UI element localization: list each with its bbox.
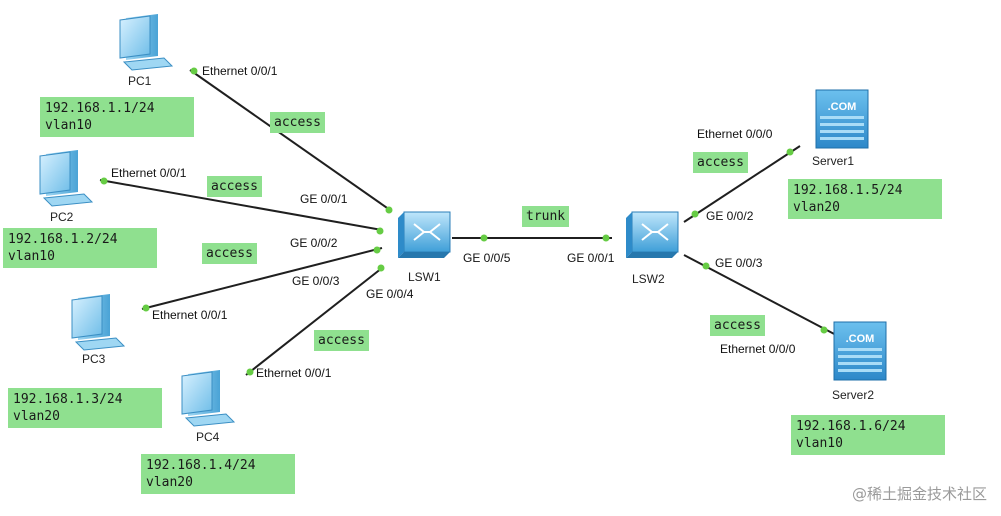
pc3-label: PC3	[82, 352, 106, 366]
pc2-port-label: Ethernet 0/0/1	[111, 166, 187, 180]
server1-vlan: vlan20	[793, 200, 840, 215]
link-type-pc4: access	[314, 330, 369, 351]
links	[99, 69, 839, 376]
link-pc2-lsw1	[99, 179, 383, 231]
server2-icon[interactable]: .COM	[833, 321, 887, 381]
pc3-info-box: 192.168.1.3/24 vlan20	[8, 388, 162, 428]
port-dot-lsw1-ge2	[376, 227, 384, 235]
link-type-server1: access	[693, 152, 748, 173]
link-pc3-lsw1	[141, 247, 383, 310]
pc4-port-label: Ethernet 0/0/1	[256, 366, 332, 380]
server2-logo: .COM	[846, 333, 875, 345]
port-dot-lsw2-ge2	[691, 210, 699, 218]
lsw2-label: LSW2	[632, 272, 665, 286]
link-type-trunk: trunk	[522, 206, 570, 227]
pc1-label: PC1	[128, 74, 152, 88]
server2-info-box: 192.168.1.6/24 vlan10	[791, 415, 945, 455]
pc4-ip: 192.168.1.4/24	[146, 458, 256, 473]
link-lsw2-server2	[683, 254, 839, 337]
pc4-label: PC4	[196, 430, 220, 444]
pc3-vlan: vlan20	[13, 409, 60, 424]
port-dots	[100, 67, 828, 376]
link-pc1-lsw1	[189, 69, 391, 211]
port-dot-server1	[786, 148, 794, 156]
link-lsw2-server1	[683, 145, 801, 223]
server1-ip: 192.168.1.5/24	[793, 183, 903, 198]
watermark: @稀土掘金技术社区	[851, 485, 987, 503]
port-dot-pc1	[190, 67, 198, 75]
port-dot-server2	[820, 326, 828, 334]
server1-logo: .COM	[828, 101, 857, 113]
link-pc4-lsw1	[245, 267, 383, 376]
link-type-server2: access	[710, 315, 765, 336]
pc3-icon[interactable]	[71, 294, 126, 351]
server2-port-label: Ethernet 0/0/0	[720, 342, 796, 356]
lsw1-switch-icon[interactable]	[398, 211, 451, 258]
pc4-info-box: 192.168.1.4/24 vlan20	[141, 454, 295, 494]
server1-label: Server1	[812, 154, 855, 168]
pc3-port-label: Ethernet 0/0/1	[152, 308, 228, 322]
pc1-ip: 192.168.1.1/24	[45, 101, 155, 116]
pc2-vlan: vlan10	[8, 249, 55, 264]
lsw1-label: LSW1	[408, 270, 441, 284]
port-dot-lsw1-ge4	[377, 264, 385, 272]
pc2-icon[interactable]	[39, 150, 94, 207]
port-dot-lsw2-ge3	[702, 262, 710, 270]
pc2-ip: 192.168.1.2/24	[8, 232, 118, 247]
link-type-pc1: access	[270, 112, 325, 133]
port-dot-pc2	[100, 177, 108, 185]
server1-info-box: 192.168.1.5/24 vlan20	[788, 179, 942, 219]
lsw2-ge3-label: GE 0/0/3	[715, 256, 763, 270]
server2-vlan: vlan10	[796, 436, 843, 451]
server2-ip: 192.168.1.6/24	[796, 419, 906, 434]
port-dot-lsw1-ge5	[480, 234, 488, 242]
pc3-ip: 192.168.1.3/24	[13, 392, 123, 407]
server2-label: Server2	[832, 388, 875, 402]
lsw1-ge4-label: GE 0/0/4	[366, 287, 414, 301]
link-type-pc3: access	[202, 243, 257, 264]
server1-icon[interactable]: .COM	[815, 89, 869, 149]
pc1-icon[interactable]	[119, 14, 174, 71]
port-dot-lsw1-ge1	[385, 206, 393, 214]
server1-port-label: Ethernet 0/0/0	[697, 127, 773, 141]
link-type-pc2: access	[207, 176, 262, 197]
port-dot-lsw1-ge3	[373, 246, 381, 254]
pc1-port-label: Ethernet 0/0/1	[202, 64, 278, 78]
pc4-icon[interactable]	[181, 370, 236, 427]
lsw2-ge2-label: GE 0/0/2	[706, 209, 754, 223]
port-dot-lsw2-ge1	[602, 234, 610, 242]
lsw1-ge1-label: GE 0/0/1	[300, 192, 348, 206]
pc2-label: PC2	[50, 210, 74, 224]
port-dot-pc4	[246, 368, 254, 376]
lsw1-ge2-label: GE 0/0/2	[290, 236, 338, 250]
pc4-vlan: vlan20	[146, 475, 193, 490]
lsw1-ge3-label: GE 0/0/3	[292, 274, 340, 288]
lsw2-switch-icon[interactable]	[626, 211, 679, 258]
port-dot-pc3	[142, 304, 150, 312]
lsw1-ge5-label: GE 0/0/5	[463, 251, 511, 265]
lsw2-ge1-label: GE 0/0/1	[567, 251, 615, 265]
pc1-vlan: vlan10	[45, 118, 92, 133]
pc1-info-box: 192.168.1.1/24 vlan10	[40, 97, 194, 137]
pc2-info-box: 192.168.1.2/24 vlan10	[3, 228, 157, 268]
